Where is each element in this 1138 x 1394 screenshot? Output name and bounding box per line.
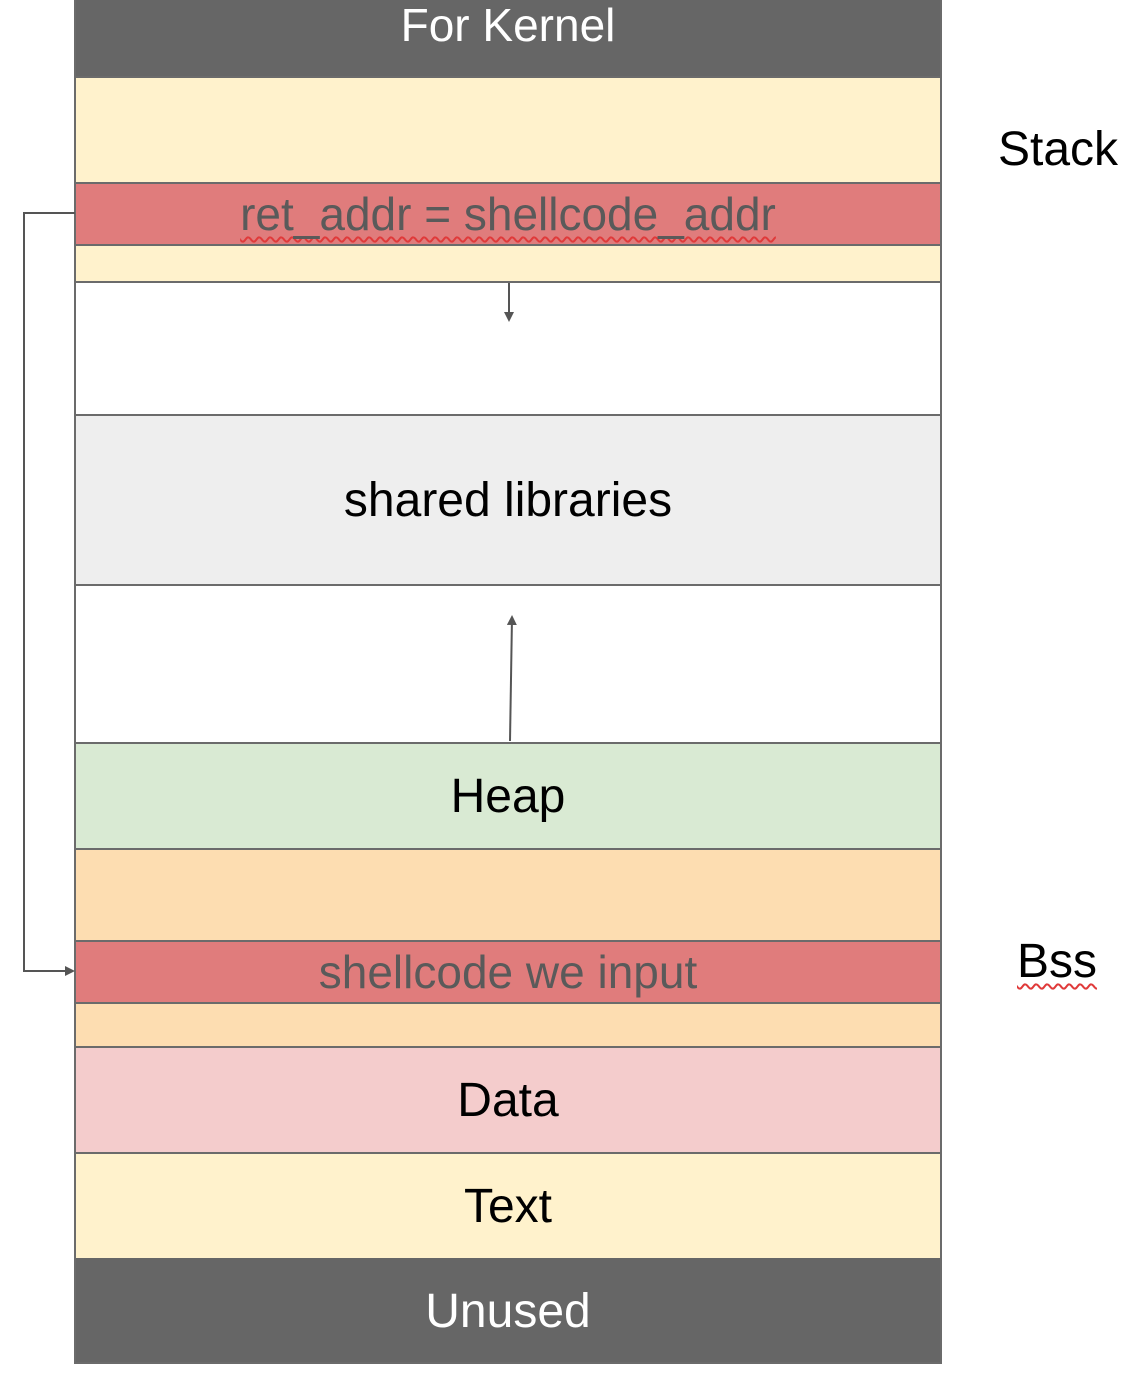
unused-label: Unused (425, 1284, 591, 1338)
bss-tail (75, 1002, 941, 1046)
bss-segment (75, 848, 941, 940)
data-label: Data (457, 1073, 559, 1127)
free-space-lower (75, 584, 941, 742)
text-label: Text (463, 1179, 553, 1233)
stack-tail (75, 244, 941, 281)
heap-segment: Heap (75, 742, 941, 848)
kernel-label: For Kernel (400, 0, 616, 51)
ret-addr-row: ret_addr = shellcode_addr (75, 182, 941, 244)
return-jump-arrow (23, 212, 75, 976)
unused-segment: Unused (75, 1258, 941, 1364)
heap-label: Heap (450, 769, 566, 823)
data-segment: Data (75, 1046, 941, 1152)
stack-segment (75, 76, 941, 182)
shared-libraries-label: shared libraries (343, 473, 673, 527)
stack-side-label: Stack (998, 123, 1119, 176)
shared-libraries-segment: shared libraries (75, 414, 941, 584)
text-segment: Text (75, 1152, 941, 1258)
heap-growth-arrow (506, 615, 517, 742)
kernel-segment: For Kernel (75, 0, 941, 76)
shellcode-label: shellcode we input (318, 946, 698, 998)
ret-addr-label: ret_addr = shellcode_addr (240, 188, 776, 240)
bss-side-label: Bss (1017, 935, 1098, 988)
shellcode-row: shellcode we input (75, 940, 941, 1002)
